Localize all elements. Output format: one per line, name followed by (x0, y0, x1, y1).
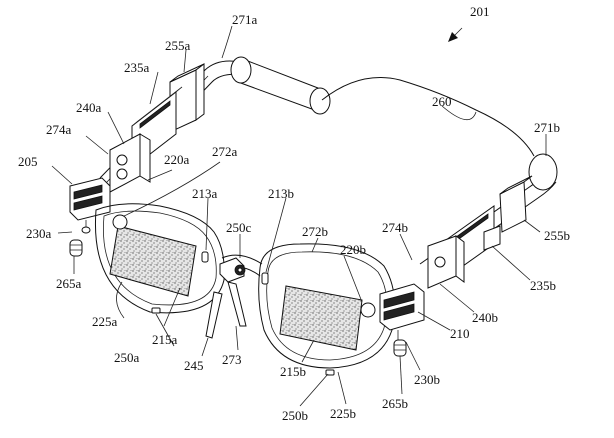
label-240a: 240a (76, 100, 102, 115)
label-235b: 235b (530, 278, 556, 293)
label-210: 210 (450, 326, 470, 341)
label-272a: 272a (212, 144, 238, 159)
label-255b: 255b (544, 228, 570, 243)
right-temple-arm (419, 153, 558, 273)
label-213b: 213b (268, 186, 294, 201)
right-camera-unit (379, 283, 425, 340)
left-temple-tip (230, 56, 331, 115)
label-220a: 220a (164, 152, 190, 167)
label-220b: 220b (340, 242, 366, 257)
label-250a: 250a (114, 350, 140, 365)
label-240b: 240b (472, 310, 498, 325)
label-250b: 250b (282, 408, 308, 423)
label-230a: 230a (26, 226, 52, 241)
label-260: 260 (432, 94, 452, 109)
glasses-frame (94, 203, 396, 369)
label-225b: 225b (330, 406, 356, 421)
label-265b: 265b (382, 396, 408, 411)
left-processor-box (109, 133, 151, 193)
right-temple-tip (528, 153, 558, 191)
leader-lines (51, 25, 547, 407)
cable-260 (321, 77, 535, 157)
right-sensor-220b (360, 302, 376, 318)
left-temple-arm (99, 56, 331, 189)
label-272b: 272b (302, 224, 328, 239)
label-265a: 265a (56, 276, 82, 291)
left-display-lens (109, 225, 197, 297)
label-235a: 235a (124, 60, 150, 75)
right-battery-module (499, 175, 533, 233)
center-camera-250c (219, 257, 246, 283)
label-255a: 255a (165, 38, 191, 53)
arrow-201 (448, 32, 458, 42)
label-225a: 225a (92, 314, 118, 329)
label-230b: 230b (414, 372, 440, 387)
left-camera-unit (69, 177, 111, 234)
label-273: 273 (222, 352, 242, 367)
sensor-250a (151, 307, 161, 314)
sensor-213a (201, 251, 209, 263)
sensor-213b (261, 272, 269, 285)
right-display-lens (279, 285, 363, 351)
left-sensor-220a (112, 214, 128, 230)
label-274b: 274b (382, 220, 408, 235)
screw-265b (393, 339, 407, 357)
label-271a: 271a (232, 12, 258, 27)
reference-labels: 201 271a 255a 235a 240a 274a 205 220a 27… (18, 4, 570, 423)
label-274a: 274a (46, 122, 72, 137)
label-215a: 215a (152, 332, 178, 347)
label-215b: 215b (280, 364, 306, 379)
label-213a: 213a (192, 186, 218, 201)
sensor-250b (325, 369, 335, 376)
right-processor-box (427, 235, 465, 289)
label-271b: 271b (534, 120, 560, 135)
label-205: 205 (18, 154, 38, 169)
screw-265a (69, 239, 83, 257)
label-201: 201 (470, 4, 490, 19)
label-245: 245 (184, 358, 204, 373)
label-250c: 250c (226, 220, 252, 235)
